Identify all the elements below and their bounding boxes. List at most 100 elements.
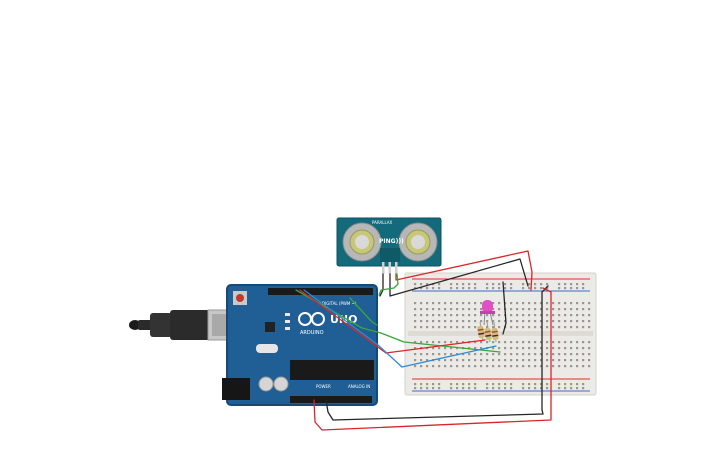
breadboard-hole[interactable] <box>582 314 585 317</box>
breadboard-hole[interactable] <box>486 387 489 390</box>
breadboard-hole[interactable] <box>486 320 489 323</box>
breadboard-hole[interactable] <box>504 387 507 390</box>
breadboard-hole[interactable] <box>456 287 459 290</box>
breadboard-hole[interactable] <box>564 320 567 323</box>
breadboard-hole[interactable] <box>444 314 447 317</box>
breadboard-hole[interactable] <box>528 341 531 344</box>
breadboard-hole[interactable] <box>420 308 423 311</box>
breadboard-hole[interactable] <box>564 314 567 317</box>
breadboard-hole[interactable] <box>462 320 465 323</box>
breadboard-hole[interactable] <box>570 314 573 317</box>
breadboard[interactable] <box>404 272 597 396</box>
breadboard-hole[interactable] <box>498 314 501 317</box>
breadboard-hole[interactable] <box>444 353 447 356</box>
breadboard-hole[interactable] <box>516 308 519 311</box>
breadboard-hole[interactable] <box>552 341 555 344</box>
breadboard-hole[interactable] <box>570 302 573 305</box>
breadboard-hole[interactable] <box>522 341 525 344</box>
breadboard-hole[interactable] <box>492 359 495 362</box>
breadboard-hole[interactable] <box>420 341 423 344</box>
breadboard-hole[interactable] <box>528 308 531 311</box>
breadboard-hole[interactable] <box>582 283 585 286</box>
breadboard-hole[interactable] <box>474 320 477 323</box>
breadboard-hole[interactable] <box>426 365 429 368</box>
breadboard-hole[interactable] <box>480 308 483 311</box>
breadboard-hole[interactable] <box>474 359 477 362</box>
breadboard-hole[interactable] <box>564 341 567 344</box>
breadboard-hole[interactable] <box>498 302 501 305</box>
breadboard-hole[interactable] <box>438 314 441 317</box>
breadboard-hole[interactable] <box>552 320 555 323</box>
breadboard-hole[interactable] <box>564 302 567 305</box>
breadboard-hole[interactable] <box>486 314 489 317</box>
breadboard-hole[interactable] <box>558 326 561 329</box>
breadboard-hole[interactable] <box>426 287 429 290</box>
breadboard-hole[interactable] <box>540 287 543 290</box>
breadboard-hole[interactable] <box>534 353 537 356</box>
breadboard-hole[interactable] <box>444 320 447 323</box>
breadboard-hole[interactable] <box>582 387 585 390</box>
breadboard-hole[interactable] <box>486 383 489 386</box>
breadboard-hole[interactable] <box>420 314 423 317</box>
breadboard-hole[interactable] <box>444 359 447 362</box>
breadboard-hole[interactable] <box>576 353 579 356</box>
breadboard-hole[interactable] <box>510 383 513 386</box>
breadboard-hole[interactable] <box>420 383 423 386</box>
breadboard-hole[interactable] <box>468 353 471 356</box>
breadboard-hole[interactable] <box>588 302 591 305</box>
resistor-2[interactable] <box>484 321 492 343</box>
breadboard-hole[interactable] <box>546 365 549 368</box>
breadboard-hole[interactable] <box>552 308 555 311</box>
breadboard-hole[interactable] <box>462 308 465 311</box>
breadboard-hole[interactable] <box>582 308 585 311</box>
breadboard-hole[interactable] <box>474 347 477 350</box>
breadboard-hole[interactable] <box>498 308 501 311</box>
breadboard-hole[interactable] <box>570 283 573 286</box>
breadboard-hole[interactable] <box>582 287 585 290</box>
breadboard-hole[interactable] <box>546 341 549 344</box>
breadboard-hole[interactable] <box>540 359 543 362</box>
wire-sensor-signal[interactable] <box>378 273 399 296</box>
breadboard-hole[interactable] <box>450 341 453 344</box>
breadboard-hole[interactable] <box>444 302 447 305</box>
breadboard-hole[interactable] <box>438 353 441 356</box>
breadboard-hole[interactable] <box>564 326 567 329</box>
breadboard-hole[interactable] <box>474 383 477 386</box>
breadboard-hole[interactable] <box>498 387 501 390</box>
breadboard-hole[interactable] <box>456 383 459 386</box>
breadboard-hole[interactable] <box>528 302 531 305</box>
wire-ground-loop[interactable] <box>325 285 549 421</box>
breadboard-hole[interactable] <box>498 320 501 323</box>
breadboard-hole[interactable] <box>492 341 495 344</box>
breadboard-hole[interactable] <box>582 302 585 305</box>
breadboard-hole[interactable] <box>528 365 531 368</box>
breadboard-hole[interactable] <box>450 347 453 350</box>
breadboard-hole[interactable] <box>576 308 579 311</box>
breadboard-hole[interactable] <box>456 326 459 329</box>
breadboard-hole[interactable] <box>438 365 441 368</box>
breadboard-hole[interactable] <box>528 387 531 390</box>
breadboard-hole[interactable] <box>498 383 501 386</box>
breadboard-hole[interactable] <box>570 347 573 350</box>
breadboard-hole[interactable] <box>414 353 417 356</box>
breadboard-hole[interactable] <box>558 341 561 344</box>
breadboard-hole[interactable] <box>576 383 579 386</box>
breadboard-hole[interactable] <box>462 287 465 290</box>
breadboard-hole[interactable] <box>552 353 555 356</box>
breadboard-hole[interactable] <box>564 347 567 350</box>
breadboard-hole[interactable] <box>582 353 585 356</box>
breadboard-hole[interactable] <box>462 387 465 390</box>
breadboard-hole[interactable] <box>504 287 507 290</box>
breadboard-hole[interactable] <box>474 308 477 311</box>
breadboard-hole[interactable] <box>492 326 495 329</box>
breadboard-hole[interactable] <box>414 314 417 317</box>
wire-sensor-gnd-rail[interactable] <box>389 258 529 297</box>
breadboard-hole[interactable] <box>414 302 417 305</box>
breadboard-hole[interactable] <box>552 365 555 368</box>
breadboard-hole[interactable] <box>438 308 441 311</box>
breadboard-hole[interactable] <box>540 387 543 390</box>
breadboard-hole[interactable] <box>438 341 441 344</box>
breadboard-hole[interactable] <box>534 283 537 286</box>
breadboard-hole[interactable] <box>492 365 495 368</box>
breadboard-hole[interactable] <box>474 365 477 368</box>
